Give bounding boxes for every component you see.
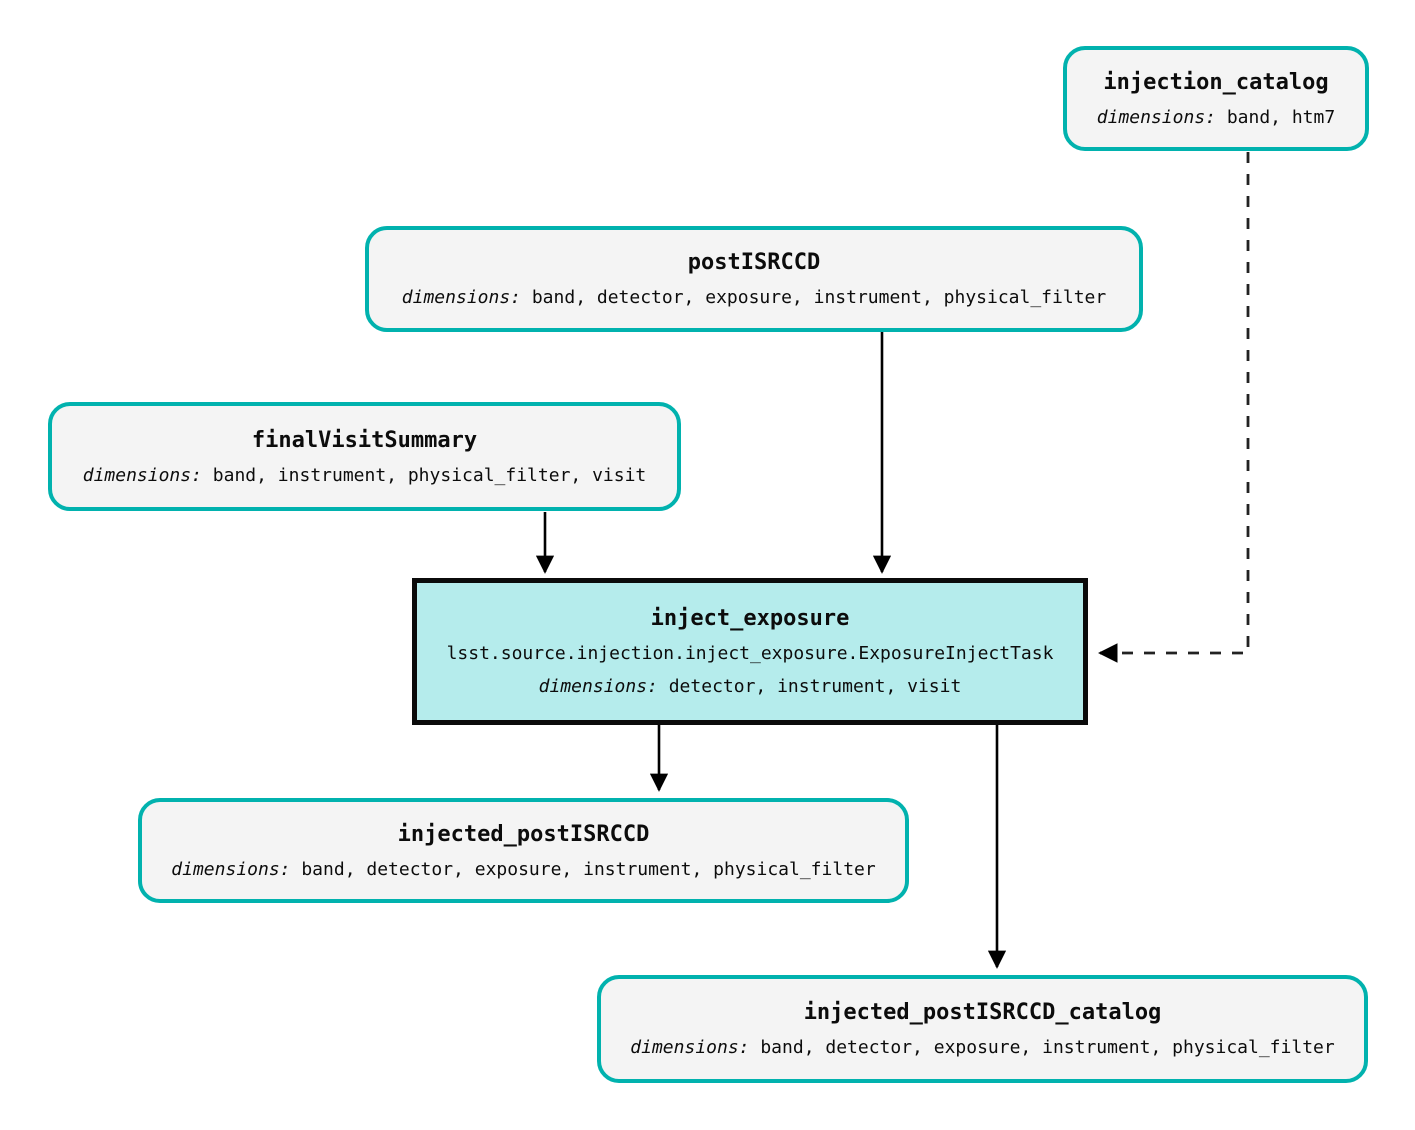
node-dimensions: dimensions: band, htm7 [1097,107,1335,128]
dimensions-value: band, htm7 [1226,106,1336,128]
dimensions-label: dimensions: [401,287,532,308]
node-title: finalVisitSummary [251,427,478,453]
dimensions-label: dimensions: [630,1037,761,1058]
node-classpath: lsst.source.injection.inject_exposure.Ex… [446,643,1054,664]
dimensions-value: band, instrument, physical_filter, visit [212,464,647,486]
node-title: postISRCCD [687,250,821,275]
dimensions-value: band, detector, exposure, instrument, ph… [301,858,876,880]
node-title: inject_exposure [650,606,850,631]
dimensions-label: dimensions: [538,676,669,697]
node-injected-postisrccd[interactable]: injected_postISRCCD dimensions: band, de… [138,798,909,903]
node-title: injected_postISRCCD [397,821,650,847]
node-title: injection_catalog [1103,69,1329,95]
node-postisrccd[interactable]: postISRCCD dimensions: band, detector, e… [365,226,1143,332]
dimensions-label: dimensions: [171,858,302,880]
node-title: injected_postISRCCD_catalog [803,1000,1162,1025]
node-injection-catalog[interactable]: injection_catalog dimensions: band, htm7 [1063,46,1369,151]
node-dimensions: dimensions: band, detector, exposure, in… [171,859,875,880]
dimensions-label: dimensions: [1096,106,1227,128]
node-dimensions: dimensions: band, instrument, physical_f… [83,465,647,486]
node-inject-exposure[interactable]: inject_exposure lsst.source.injection.in… [412,578,1088,725]
node-injected-postisrccd-catalog[interactable]: injected_postISRCCD_catalog dimensions: … [597,975,1368,1083]
dimensions-value: detector, instrument, visit [668,676,962,697]
dimensions-value: band, detector, exposure, instrument, ph… [760,1037,1335,1058]
node-dimensions: dimensions: band, detector, exposure, in… [402,287,1106,308]
dimensions-label: dimensions: [82,464,213,486]
dimensions-value: band, detector, exposure, instrument, ph… [531,287,1107,308]
node-dimensions: dimensions: band, detector, exposure, in… [630,1037,1334,1058]
node-finalvisitsummary[interactable]: finalVisitSummary dimensions: band, inst… [48,402,681,511]
node-dimensions: dimensions: detector, instrument, visit [539,676,962,697]
